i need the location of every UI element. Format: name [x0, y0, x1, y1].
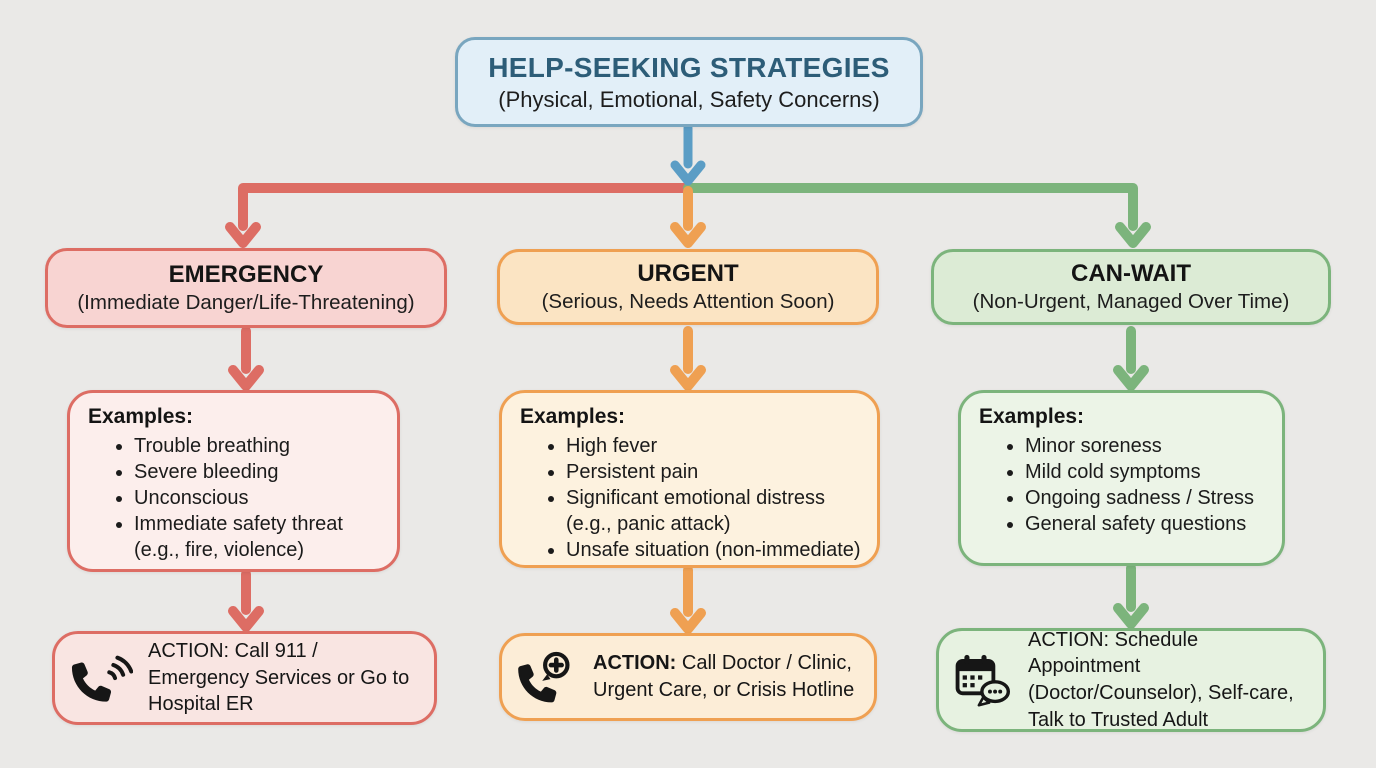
examples-list: Trouble breathingSevere bleedingUnconsci…	[88, 433, 383, 563]
phone-ringing-icon	[71, 655, 133, 702]
action-text: ACTION: Call Doctor / Clinic, Urgent Car…	[593, 650, 860, 703]
list-item: Trouble breathing	[134, 433, 383, 459]
examples-heading: Examples:	[520, 405, 626, 428]
page-title: HELP-SEEKING STRATEGIES	[488, 51, 890, 83]
category-box-emergency: EMERGENCY (Immediate Danger/Life-Threate…	[45, 248, 447, 328]
action-box-urgent: ACTION: Call Doctor / Clinic, Urgent Car…	[499, 633, 877, 721]
action-box-emergency: ACTION: Call 911 / Emergency Services or…	[52, 631, 437, 725]
category-box-urgent: URGENT (Serious, Needs Attention Soon)	[497, 249, 879, 325]
list-item: Minor soreness	[1025, 433, 1268, 459]
list-item: Severe bleeding	[134, 459, 383, 485]
examples-list: Minor sorenessMild cold symptomsOngoing …	[979, 433, 1268, 537]
category-title: URGENT	[637, 260, 739, 287]
action-rest: Call Doctor / Clinic, Urgent Care, or Cr…	[593, 652, 855, 701]
examples-box-emergency: Examples: Trouble breathingSevere bleedi…	[67, 390, 400, 572]
list-item: Persistent pain	[566, 459, 863, 485]
action-prefix: ACTION:	[148, 640, 230, 663]
list-item: Immediate safety threat (e.g., fire, vio…	[134, 511, 383, 563]
category-title: EMERGENCY	[168, 261, 324, 288]
category-subtitle: (Serious, Needs Attention Soon)	[541, 290, 835, 313]
phone-medical-icon	[518, 651, 570, 702]
page-subtitle: (Physical, Emotional, Safety Concerns)	[498, 86, 880, 112]
list-item: High fever	[566, 433, 863, 459]
examples-heading: Examples:	[88, 405, 194, 428]
action-rest: Call 911 / Emergency Services or Go to H…	[148, 640, 410, 716]
list-item: General safety questions	[1025, 511, 1268, 537]
list-item: Significant emotional distress (e.g., pa…	[566, 485, 863, 537]
category-subtitle: (Immediate Danger/Life-Threatening)	[77, 291, 415, 314]
list-item: Ongoing sadness / Stress	[1025, 485, 1268, 511]
action-rest: Schedule Appointment (Doctor/Counselor),…	[1028, 628, 1294, 731]
action-prefix: ACTION:	[1028, 628, 1110, 651]
action-text: ACTION: Call 911 / Emergency Services or…	[148, 638, 420, 718]
calendar-chat-icon	[955, 654, 1011, 707]
category-subtitle: (Non-Urgent, Managed Over Time)	[972, 290, 1290, 313]
list-item: Unsafe situation (non-immediate)	[566, 537, 863, 563]
list-item: Unconscious	[134, 485, 383, 511]
examples-heading: Examples:	[979, 405, 1085, 428]
examples-box-urgent: Examples: High feverPersistent painSigni…	[499, 390, 880, 568]
action-text: ACTION: Schedule Appointment (Doctor/Cou…	[1028, 627, 1309, 733]
category-box-can-wait: CAN-WAIT (Non-Urgent, Managed Over Time)	[931, 249, 1331, 325]
category-title: CAN-WAIT	[1071, 260, 1191, 287]
action-box-can-wait: ACTION: Schedule Appointment (Doctor/Cou…	[936, 628, 1326, 732]
action-prefix: ACTION:	[593, 652, 677, 675]
examples-list: High feverPersistent painSignificant emo…	[520, 433, 863, 563]
examples-box-can-wait: Examples: Minor sorenessMild cold sympto…	[958, 390, 1285, 566]
title-box: HELP-SEEKING STRATEGIES (Physical, Emoti…	[455, 37, 923, 127]
list-item: Mild cold symptoms	[1025, 459, 1268, 485]
